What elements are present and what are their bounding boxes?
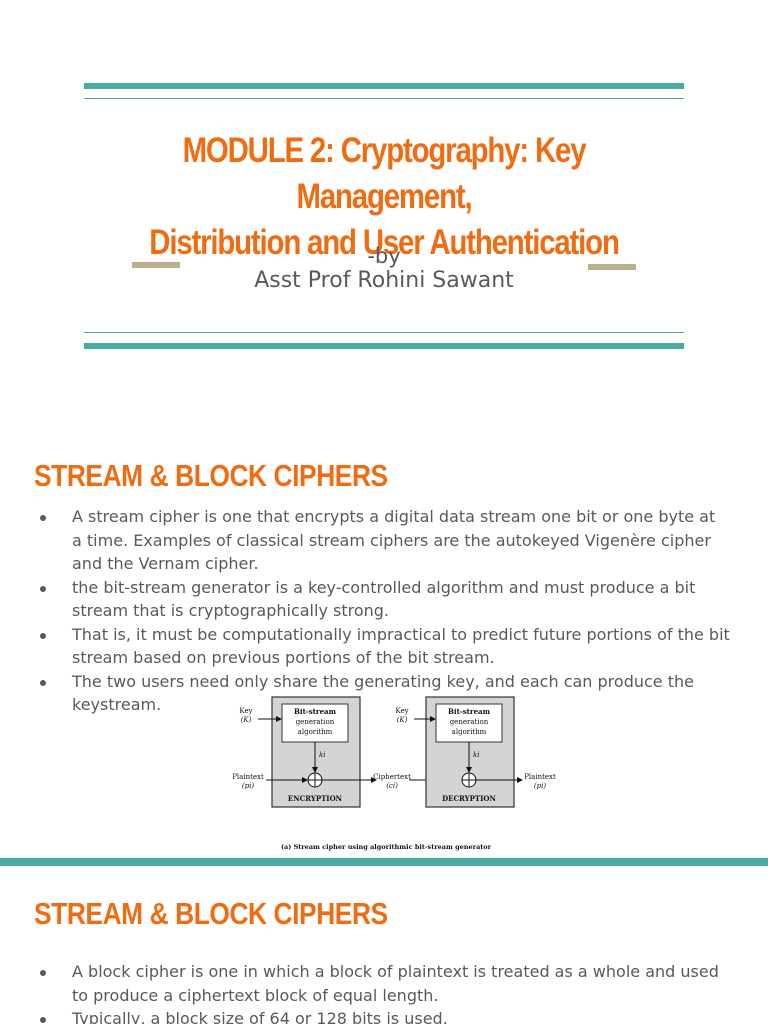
enc-key-symbol: (K) — [241, 716, 252, 724]
left-accent-dash — [132, 262, 180, 268]
slide-separator — [0, 858, 768, 866]
bullet-text: the bit-stream generator is a key-contro… — [72, 577, 696, 621]
encryption-label: ENCRYPTION — [288, 794, 343, 803]
dec-gen-line-3: algorithm — [452, 728, 487, 736]
ciphertext-label: Ciphertext — [373, 773, 411, 781]
bullet-list: A stream cipher is one that encrypts a d… — [30, 505, 730, 717]
author-name: Asst Prof Rohini Sawant — [254, 268, 514, 293]
bottom-thick-rule — [84, 343, 684, 349]
slide-heading: STREAM & BLOCK CIPHERS — [34, 458, 388, 493]
dec-gen-line-2: generation — [450, 718, 489, 726]
slide-title-line-1: MODULE 2: Cryptography: Key Management, — [182, 131, 587, 216]
bullet-list: A block cipher is one in which a block o… — [30, 960, 730, 1024]
out-plaintext-label: Plaintext — [524, 773, 556, 781]
right-accent-dash — [588, 264, 636, 270]
enc-gen-line-1: Bit-stream — [294, 707, 337, 716]
dec-key-symbol: (K) — [397, 716, 408, 724]
list-item: The two users need only share the genera… — [30, 670, 730, 717]
dec-keystream-label: ki — [473, 751, 479, 759]
slide-title: MODULE 2: Cryptography: Key Management, … — [95, 128, 673, 266]
plaintext-label: Plaintext — [232, 773, 264, 781]
bullet-text: The two users need only share the genera… — [72, 671, 694, 715]
dec-gen-line-1: Bit-stream — [448, 707, 491, 716]
bottom-thin-rule — [84, 332, 684, 333]
by-line: -by — [367, 244, 401, 268]
bullet-text: That is, it must be computationally impr… — [72, 624, 730, 668]
dec-generator-box — [435, 703, 503, 743]
top-thick-rule — [84, 83, 684, 89]
enc-gen-line-2: generation — [296, 718, 335, 726]
top-thin-rule — [84, 98, 684, 99]
decryption-label: DECRYPTION — [442, 794, 496, 803]
plaintext-symbol: (pi) — [242, 782, 254, 790]
bullet-dot-icon — [40, 632, 46, 639]
dec-key-label: Key — [395, 707, 408, 715]
enc-key-label: Key — [239, 707, 252, 715]
stream-cipher-diagram: Bit-stream generation algorithm Key (K) … — [232, 696, 556, 851]
slide-heading: STREAM & BLOCK CIPHERS — [34, 896, 388, 931]
title-slide: MODULE 2: Cryptography: Key Management, … — [0, 0, 768, 420]
list-item: That is, it must be computationally impr… — [30, 623, 730, 670]
bullet-dot-icon — [40, 970, 46, 976]
bullet-dot-icon — [40, 1017, 46, 1023]
ciphertext-symbol: (ci) — [386, 782, 398, 790]
enc-gen-line-3: algorithm — [298, 728, 333, 736]
bullet-dot-icon — [40, 515, 46, 521]
block-cipher-slide: STREAM & BLOCK CIPHERS A block cipher is… — [0, 866, 768, 1024]
list-item: A block cipher is one in which a block o… — [30, 960, 730, 1007]
bullet-dot-icon — [40, 679, 46, 686]
stream-cipher-slide: STREAM & BLOCK CIPHERS A stream cipher i… — [0, 420, 768, 858]
diagram-caption: (a) Stream cipher using algorithmic bit-… — [281, 843, 492, 851]
bullet-text: A stream cipher is one that encrypts a d… — [72, 507, 716, 573]
bullet-text: Typically, a block size of 64 or 128 bit… — [72, 1009, 448, 1024]
slide-title-line-2: Distribution and User Authentication — [149, 223, 620, 262]
bullet-dot-icon — [40, 585, 46, 592]
enc-keystream-label: ki — [319, 751, 325, 759]
bullet-text: A block cipher is one in which a block o… — [72, 962, 719, 1005]
list-item: A stream cipher is one that encrypts a d… — [30, 505, 730, 576]
list-item: the bit-stream generator is a key-contro… — [30, 576, 730, 623]
list-item: Typically, a block size of 64 or 128 bit… — [30, 1007, 730, 1024]
out-plaintext-symbol: (pi) — [534, 782, 546, 790]
